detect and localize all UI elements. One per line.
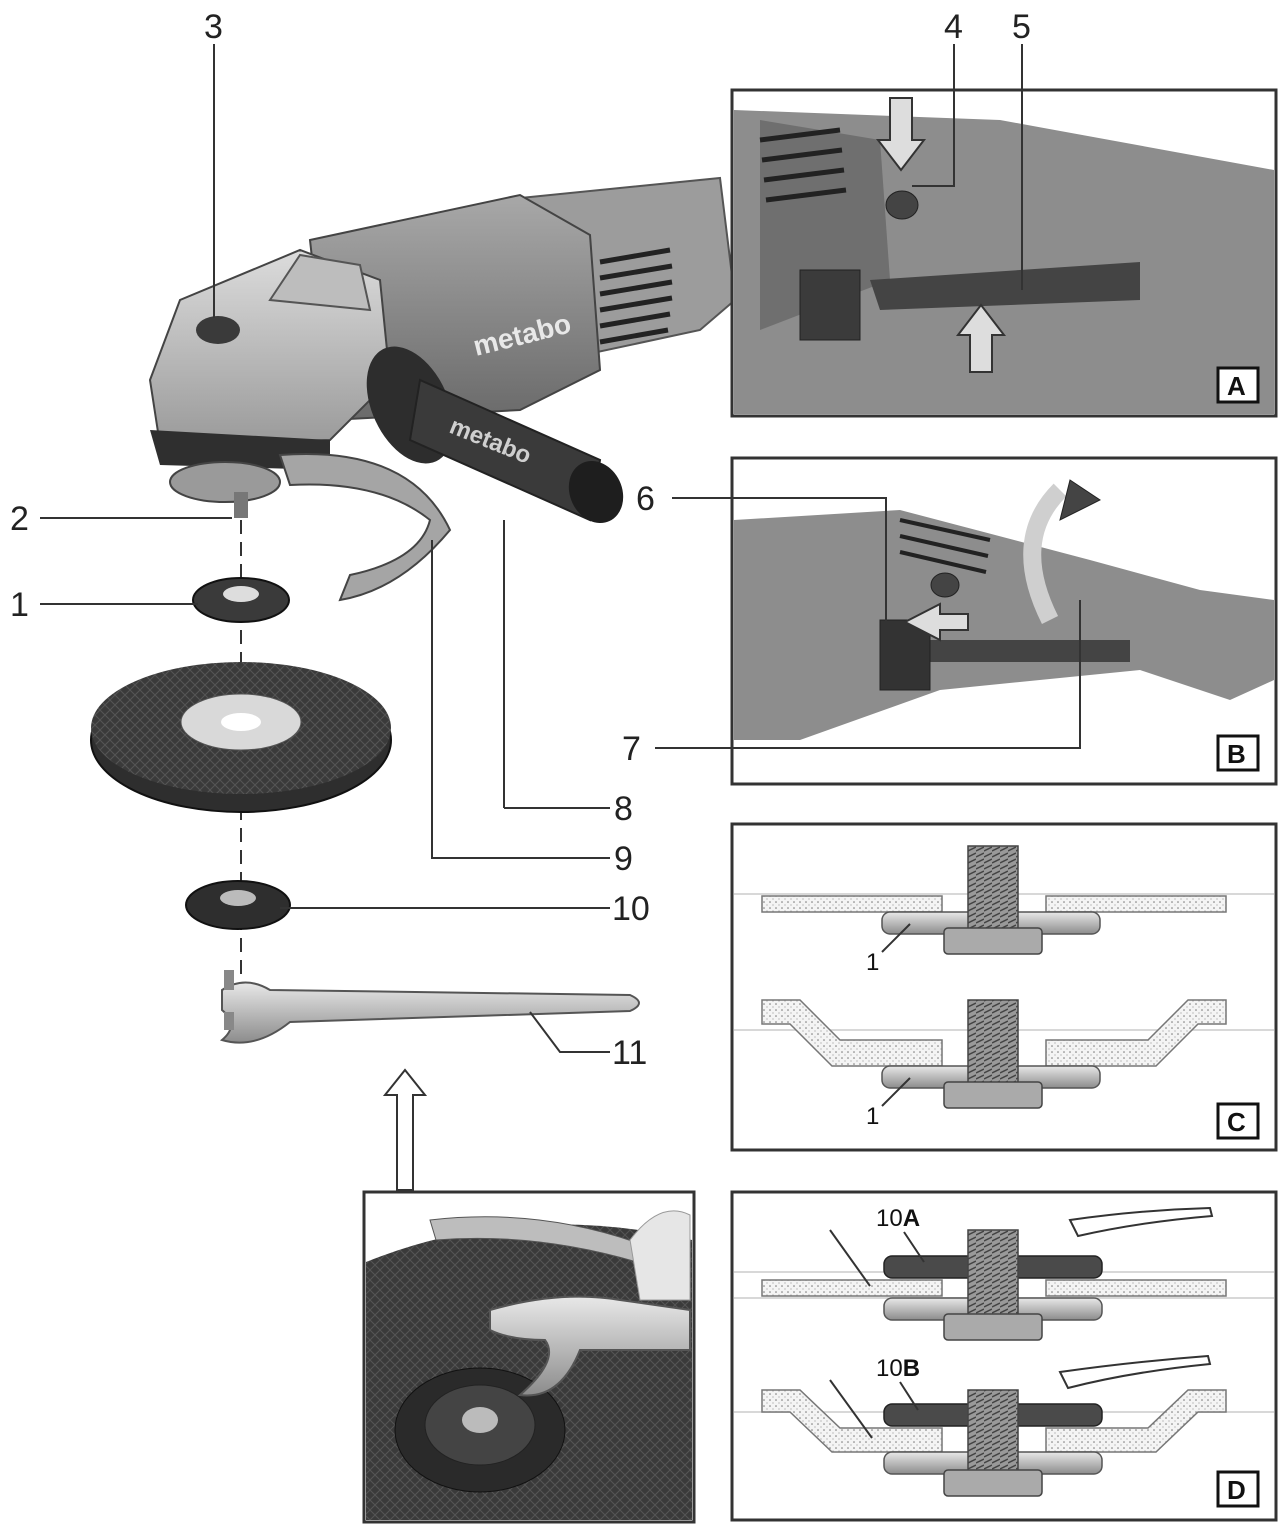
- panel-b-label: B: [1227, 739, 1246, 769]
- callout-4: 4: [944, 8, 963, 46]
- callout-9: 9: [614, 840, 633, 878]
- leader-lines: [40, 44, 610, 1053]
- panel-c: 1 1 C: [730, 822, 1278, 1152]
- panel-d: 10A 10B D: [730, 1190, 1278, 1522]
- main-callouts: 3 2 1 8 9 10 11: [10, 8, 650, 1072]
- two-hole-spanner: [219, 970, 640, 1044]
- panel-c-part-bottom: 1: [866, 1103, 879, 1130]
- support-flange: [192, 577, 290, 623]
- spindle: [234, 492, 248, 518]
- panel-c-label: C: [1227, 1107, 1246, 1137]
- inset-spanner-photo: [362, 1190, 696, 1524]
- panel-d-part-bottom: 10B: [876, 1355, 920, 1382]
- callout-3: 3: [204, 8, 223, 46]
- spanner-icon-bottom: [1058, 1354, 1212, 1390]
- flange-seat: [169, 461, 281, 503]
- arrow-left-b: [902, 602, 969, 642]
- callout-8: 8: [614, 790, 633, 828]
- callout-1: 1: [10, 586, 29, 624]
- rotate-arrow-b: [1023, 483, 1067, 625]
- up-arrow: [382, 1068, 428, 1191]
- lock-off-button-a: [885, 190, 919, 220]
- arrow-down-a: [875, 97, 927, 172]
- panel-d-part-top: 10A: [876, 1205, 920, 1232]
- vent-slots: [599, 247, 673, 345]
- exploded-parts: [90, 520, 640, 1044]
- panel-d-label: D: [1227, 1475, 1246, 1505]
- panel-b: B: [655, 456, 1278, 786]
- angle-grinder: metabo metabo: [148, 176, 737, 602]
- spindle-lock-button: [196, 316, 240, 344]
- callout-10: 10: [612, 890, 650, 928]
- clamping-nut: [185, 880, 291, 930]
- callout-5: 5: [1012, 8, 1031, 46]
- wheel-guard: [278, 453, 452, 602]
- arrow-up-a: [955, 303, 1007, 373]
- grinding-disc: [90, 662, 392, 813]
- panel-c-part-top: 1: [866, 949, 879, 976]
- panel-a: A: [730, 44, 1278, 418]
- callout-2: 2: [10, 500, 29, 538]
- callout-7: 7: [622, 730, 641, 768]
- callout-6: 6: [636, 480, 655, 518]
- spanner-icon-top: [1068, 1206, 1214, 1238]
- head-top-cover: [268, 253, 372, 312]
- callout-11: 11: [612, 1034, 647, 1072]
- panel-a-label: A: [1227, 371, 1246, 401]
